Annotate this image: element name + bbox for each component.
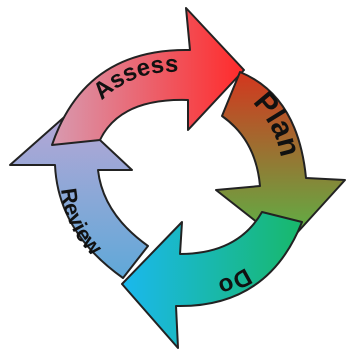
plan-arrow — [215, 71, 346, 246]
assess-arrow — [51, 7, 245, 146]
review-arrow — [9, 111, 149, 279]
do-arrow — [121, 211, 303, 349]
